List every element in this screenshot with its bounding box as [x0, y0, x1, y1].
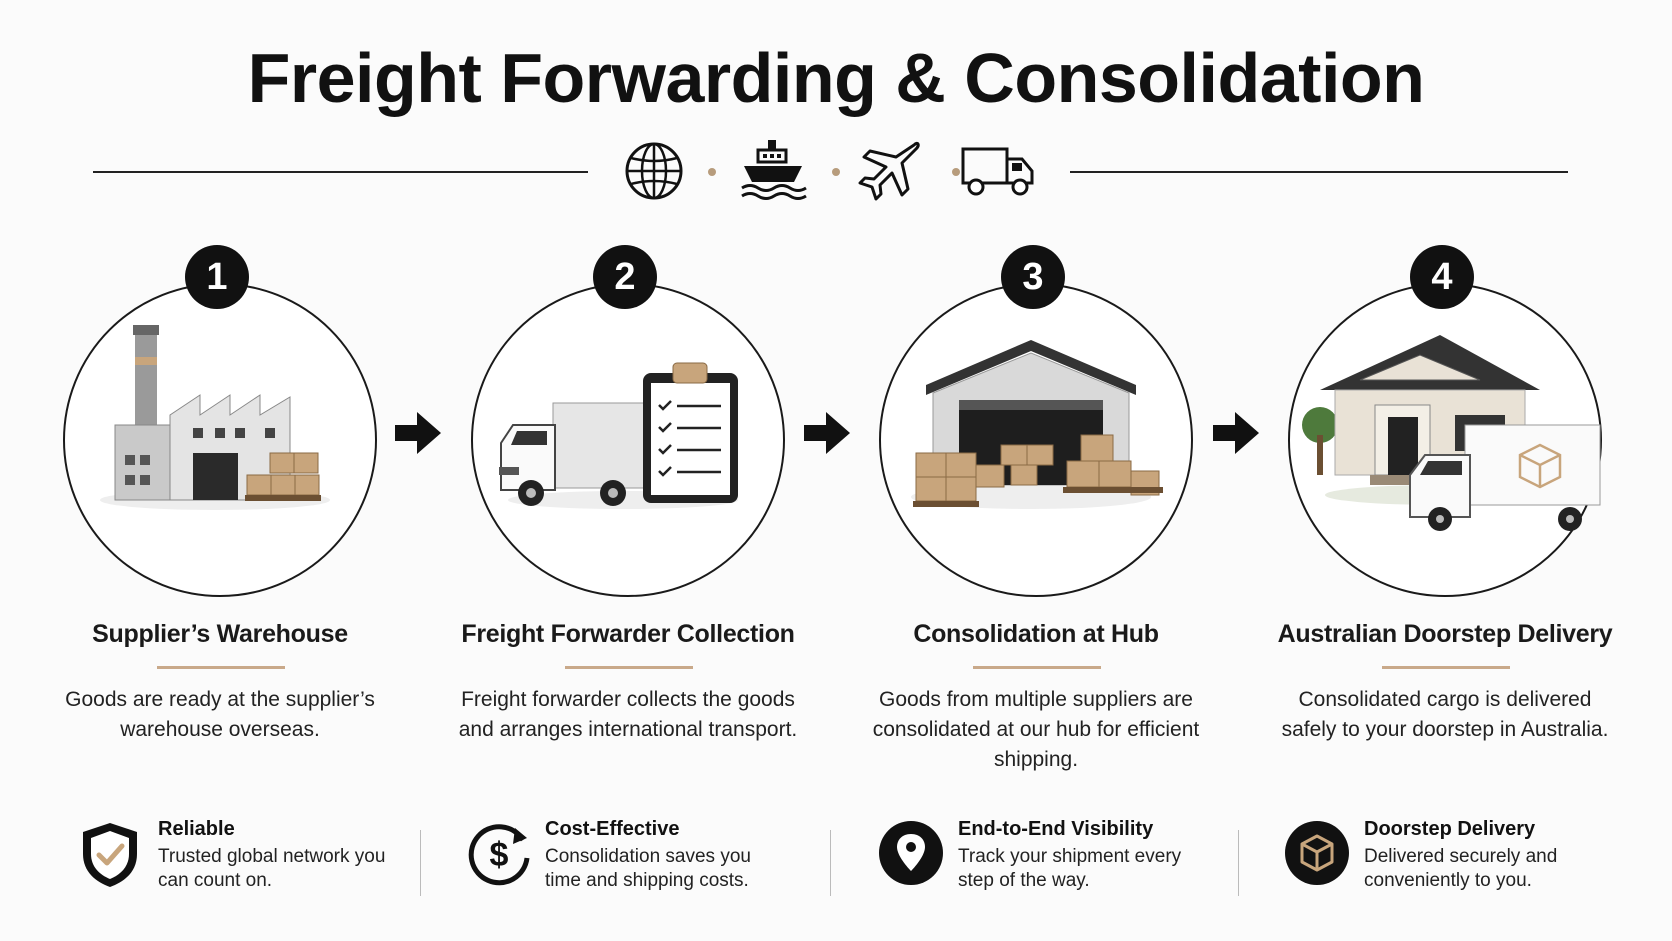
step-accent-rule — [973, 666, 1101, 669]
shield-check-icon — [83, 823, 137, 887]
factory-warehouse-illustration — [100, 325, 330, 510]
svg-text:$: $ — [490, 836, 509, 874]
hub-warehouse-illustration — [911, 340, 1163, 509]
feature-description: Track your shipment every step of the wa… — [958, 846, 1182, 891]
feature-reliable: Reliable Trusted global network you can … — [78, 818, 398, 900]
separator-dot — [832, 168, 840, 176]
ship-icon — [741, 140, 807, 200]
globe-icon — [625, 142, 683, 200]
step-number-badge: 3 — [1001, 245, 1065, 309]
feature-title: Cost-Effective — [545, 818, 680, 840]
arrow-right-icon — [804, 412, 850, 454]
feature-description: Consolidation saves you time and shippin… — [545, 846, 751, 891]
step-title: Australian Doorstep Delivery — [1277, 620, 1613, 648]
truck-icon — [961, 147, 1034, 196]
feature-title: End-to-End Visibility — [958, 818, 1154, 840]
step-description: Freight forwarder collects the goods and… — [458, 688, 798, 741]
step-accent-rule — [565, 666, 693, 669]
separator-dot — [952, 168, 960, 176]
location-pin-icon — [879, 821, 943, 885]
header-divider-right — [1070, 171, 1568, 173]
page-title: Freight Forwarding & Consolidation — [247, 39, 1425, 117]
feature-divider — [1238, 830, 1239, 896]
step-description: Consolidated cargo is delivered safely t… — [1281, 688, 1609, 741]
package-icon — [1285, 821, 1349, 885]
feature-description: Delivered securely and conveniently to y… — [1364, 846, 1558, 891]
feature-doorstep: Doorstep Delivery Delivered securely and… — [1284, 818, 1614, 900]
feature-cost-effective: $ Cost-Effective Consolidation saves you… — [465, 818, 785, 900]
step-illustration-circle — [471, 283, 785, 597]
arrow-right-icon — [1213, 412, 1259, 454]
transport-icon-row — [620, 136, 1040, 206]
step-illustration-circle — [1288, 283, 1602, 597]
feature-divider — [420, 830, 421, 896]
separator-dot — [708, 168, 716, 176]
feature-divider — [830, 830, 831, 896]
truck-and-clipboard-illustration — [499, 362, 738, 509]
step-title: Consolidation at Hub — [913, 620, 1159, 648]
feature-title: Reliable — [158, 818, 235, 840]
step-description: Goods from multiple suppliers are consol… — [872, 688, 1200, 771]
feature-title: Doorstep Delivery — [1364, 818, 1536, 840]
header-divider-left — [93, 171, 588, 173]
airplane-icon — [858, 141, 920, 201]
feature-visibility: End-to-End Visibility Track your shipmen… — [878, 818, 1208, 900]
step-title: Freight Forwarder Collection — [461, 620, 795, 648]
step-accent-rule — [157, 666, 285, 669]
step-number-badge: 1 — [185, 245, 249, 309]
step-number-badge: 2 — [593, 245, 657, 309]
step-description: Goods are ready at the supplier’s wareho… — [65, 688, 375, 741]
step-accent-rule — [1382, 666, 1510, 669]
arrow-right-icon — [395, 412, 441, 454]
step-number-badge: 4 — [1410, 245, 1474, 309]
step-illustration-circle — [63, 283, 377, 597]
house-and-van-illustration — [1302, 335, 1601, 531]
feature-description: Trusted global network you can count on. — [158, 846, 386, 891]
dollar-cycle-icon: $ — [468, 824, 530, 886]
step-illustration-circle — [879, 283, 1193, 597]
step-title: Supplier’s Warehouse — [92, 620, 348, 648]
